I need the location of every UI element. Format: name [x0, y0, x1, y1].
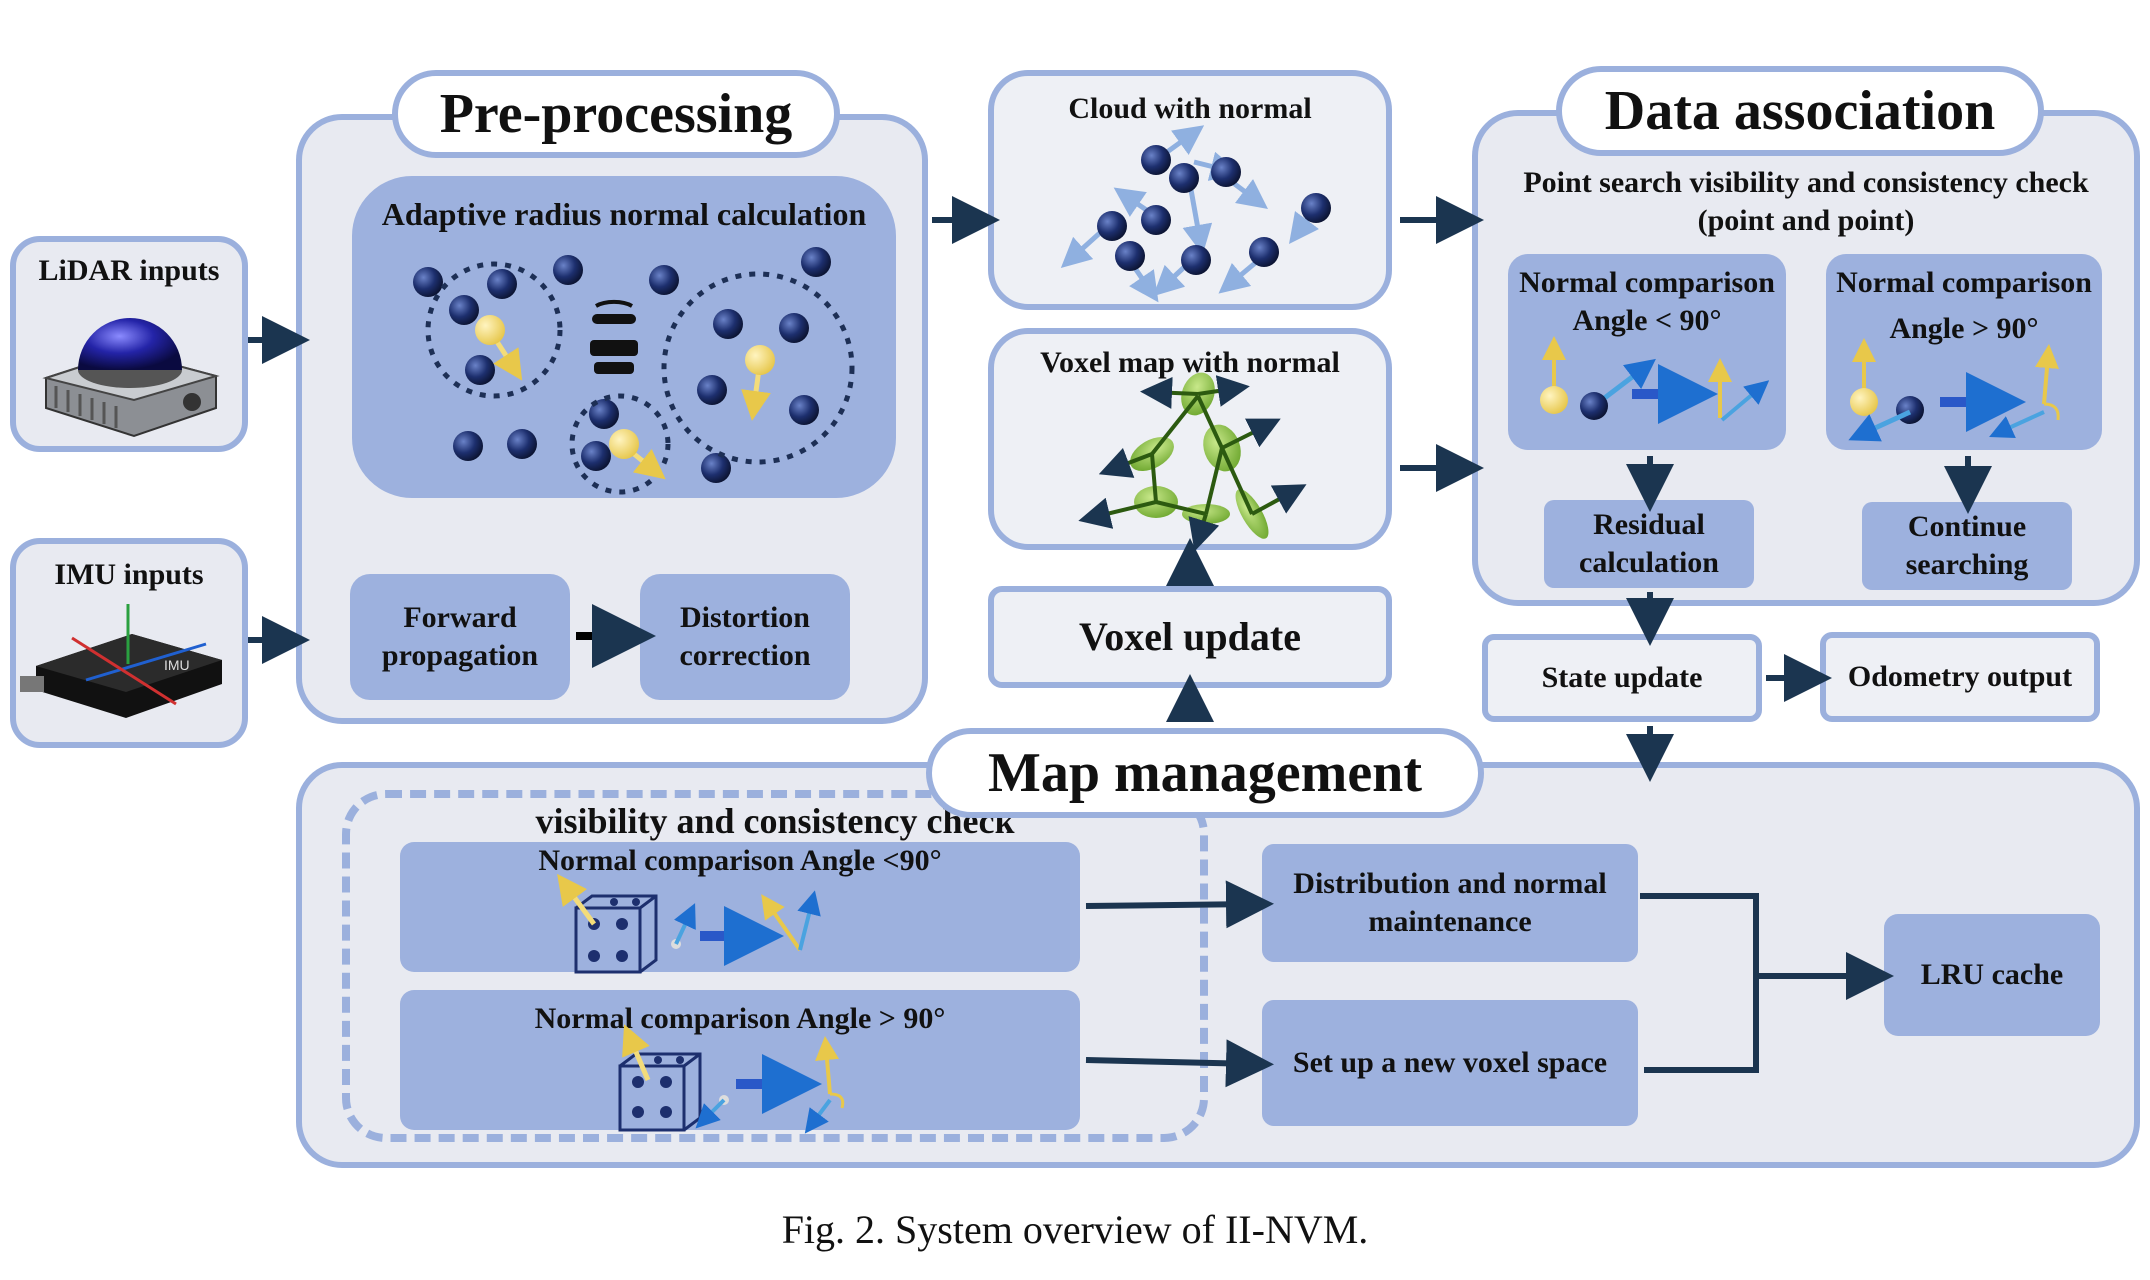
mm-compare-gt-tile: Normal comparison Angle > 90° — [400, 990, 1080, 1130]
visibility-check-dashed-box: visibility and consistency check — [342, 790, 1208, 1142]
distortion-correction-box: Distortion correction — [640, 574, 850, 700]
preprocessing-title: Pre-processing — [392, 70, 840, 158]
imu-inputs-label: IMU inputs — [54, 558, 204, 591]
mm-lt-glyph — [557, 873, 821, 974]
residual-calculation-box: Residual calculation — [1544, 500, 1754, 588]
da-gt-glyph — [1848, 338, 2060, 442]
mm-compare-gt-label: Normal comparison Angle > 90° — [534, 1002, 946, 1035]
da-compare-lt-title: Normal comparison — [1519, 266, 1775, 299]
continue-searching-box: Continue searching — [1862, 502, 2072, 590]
da-subtitle-line2: (point and point) — [1697, 204, 1915, 238]
mm-gt-to-newvoxel-arrow — [1085, 1039, 1274, 1088]
normal-calc-label: Adaptive radius normal calculation — [381, 196, 867, 232]
lidar-sensor-icon — [42, 318, 220, 438]
cloud-with-normal-label: Cloud with normal — [1068, 92, 1312, 125]
mm-compare-lt-label: Normal comparison Angle <90° — [538, 844, 942, 877]
imu-inputs-box: IMU inputs IMU — [10, 538, 248, 748]
data-association-title: Data association — [1556, 66, 2044, 156]
figure-caption: Fig. 2. System overview of II-NVM. — [781, 1207, 1369, 1252]
da-compare-gt-angle: Angle > 90° — [1889, 312, 2039, 346]
forward-propagation-box: Forward propagation — [350, 574, 570, 700]
adaptive-radius-illustration — [413, 247, 855, 495]
flow-arrows — [248, 196, 1992, 1088]
imu-device-label: IMU — [164, 657, 190, 673]
voxel-map-label: Voxel map with normal — [1040, 346, 1340, 379]
mm-lt-to-distribution-arrow — [1085, 880, 1274, 929]
voxel-normals-illustration — [1078, 372, 1307, 552]
odometry-output-box: Odometry output — [1820, 632, 2100, 722]
imu-device-icon: IMU — [20, 604, 222, 719]
da-compare-lt-angle: Angle < 90° — [1572, 304, 1722, 338]
lru-cache-box: LRU cache — [1884, 914, 2100, 1036]
da-subtitle-line1: Point search visibility and consistency … — [1523, 166, 2089, 199]
new-voxel-space-box: Set up a new voxel space — [1262, 1000, 1638, 1126]
merge-bracket — [1640, 893, 1759, 1073]
sensor-glyph-icon — [590, 299, 638, 374]
voxel-cube-icon — [618, 1052, 702, 1132]
da-compare-gt-title: Normal comparison — [1836, 266, 2092, 299]
cloud-normals-illustration — [1060, 125, 1331, 303]
mm-gt-glyph — [618, 1024, 845, 1134]
map-management-title: Map management — [926, 728, 1484, 818]
lidar-inputs-box: LiDAR inputs — [10, 236, 248, 452]
voxel-cube-icon — [574, 894, 658, 974]
state-update-box: State update — [1482, 634, 1762, 722]
visibility-check-title: visibility and consistency check — [535, 801, 1015, 841]
distribution-maintenance-box: Distribution and normal maintenance — [1262, 844, 1638, 962]
lidar-inputs-label: LiDAR inputs — [38, 254, 220, 287]
da-lt-glyph — [1540, 336, 1770, 424]
